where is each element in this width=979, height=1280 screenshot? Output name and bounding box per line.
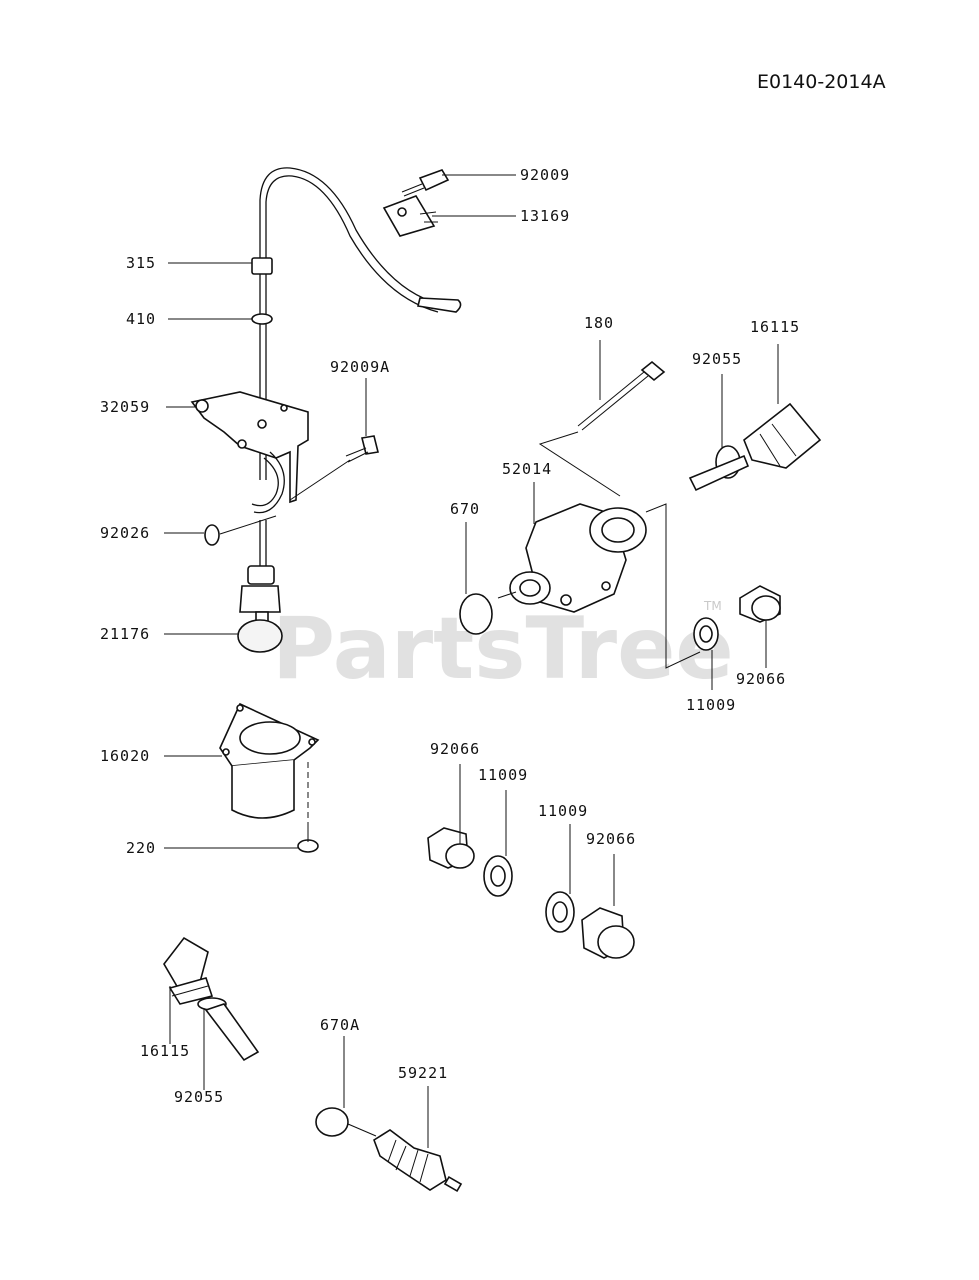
part-92009-bolt[interactable] xyxy=(401,169,450,197)
part-670-oring[interactable] xyxy=(459,593,493,635)
part-11009-washer-low[interactable] xyxy=(545,891,575,933)
part-11009-washer-mid[interactable] xyxy=(483,855,513,897)
callout-92066-right[interactable]: 92066 xyxy=(736,670,786,688)
part-16020-cup[interactable] xyxy=(219,702,320,819)
control-cable[interactable] xyxy=(259,167,462,480)
assembly-guide-line-670A xyxy=(347,1123,377,1137)
callout-13169[interactable]: 13169 xyxy=(520,207,570,225)
part-16115-sensor-bottom[interactable] xyxy=(163,936,214,1005)
callout-92055-bottom[interactable]: 92055 xyxy=(174,1088,224,1106)
part-52014-pump-body[interactable] xyxy=(509,503,647,613)
callout-16020[interactable]: 16020 xyxy=(100,747,150,765)
assembly-guide-line-11009 xyxy=(645,503,701,669)
part-11009-washer-right[interactable] xyxy=(693,617,719,651)
part-92066-plug-low[interactable] xyxy=(581,907,635,959)
callout-11009-right[interactable]: 11009 xyxy=(686,696,736,714)
leader-lines xyxy=(164,174,779,1148)
callout-52014[interactable]: 52014 xyxy=(502,460,552,478)
part-92009A-screw[interactable] xyxy=(345,435,379,463)
part-92066-plug-right[interactable] xyxy=(739,585,781,623)
part-220-screw[interactable] xyxy=(297,828,319,853)
callout-315[interactable]: 315 xyxy=(126,254,156,272)
part-410-washer[interactable] xyxy=(251,313,273,325)
callout-410[interactable]: 410 xyxy=(126,310,156,328)
callout-16115-top[interactable]: 16115 xyxy=(750,318,800,336)
part-59221-valve[interactable] xyxy=(373,1129,463,1193)
callout-11009-mid[interactable]: 11009 xyxy=(478,766,528,784)
callout-92009[interactable]: 92009 xyxy=(520,166,570,184)
part-92026-washer[interactable] xyxy=(204,524,220,546)
part-670A-oring[interactable] xyxy=(315,1107,349,1137)
callout-92066-low[interactable]: 92066 xyxy=(586,830,636,848)
callout-32059[interactable]: 32059 xyxy=(100,398,150,416)
callout-220[interactable]: 220 xyxy=(126,839,156,857)
callout-92066-mid[interactable]: 92066 xyxy=(430,740,480,758)
part-13169-clip[interactable] xyxy=(382,195,438,237)
callout-21176[interactable]: 21176 xyxy=(100,625,150,643)
callout-180[interactable]: 180 xyxy=(584,314,614,332)
callout-670A[interactable]: 670A xyxy=(320,1016,360,1034)
diagram-code: E0140-2014A xyxy=(757,71,886,93)
watermark: PartsTree xyxy=(272,599,734,699)
callout-59221[interactable]: 59221 xyxy=(398,1064,448,1082)
watermark-tm: TM xyxy=(703,599,722,613)
callout-92055-top[interactable]: 92055 xyxy=(692,350,742,368)
part-315-nut[interactable] xyxy=(251,257,273,275)
part-180-bolt[interactable] xyxy=(577,360,666,431)
part-92066-plug-mid[interactable] xyxy=(427,827,475,869)
part-16115-sensor-top[interactable] xyxy=(688,402,822,492)
callout-670[interactable]: 670 xyxy=(450,500,480,518)
assembly-guide-line-670 xyxy=(497,591,517,599)
part-21176-solenoid[interactable] xyxy=(237,520,283,653)
callout-92009A[interactable]: 92009A xyxy=(330,358,390,376)
part-92055-oring-bottom[interactable] xyxy=(197,997,260,1062)
callout-92026[interactable]: 92026 xyxy=(100,524,150,542)
part-32059-bracket[interactable] xyxy=(190,391,309,514)
assembly-guide-line-180 xyxy=(538,431,621,497)
callout-11009-low[interactable]: 11009 xyxy=(538,802,588,820)
callout-16115-bottom[interactable]: 16115 xyxy=(140,1042,190,1060)
